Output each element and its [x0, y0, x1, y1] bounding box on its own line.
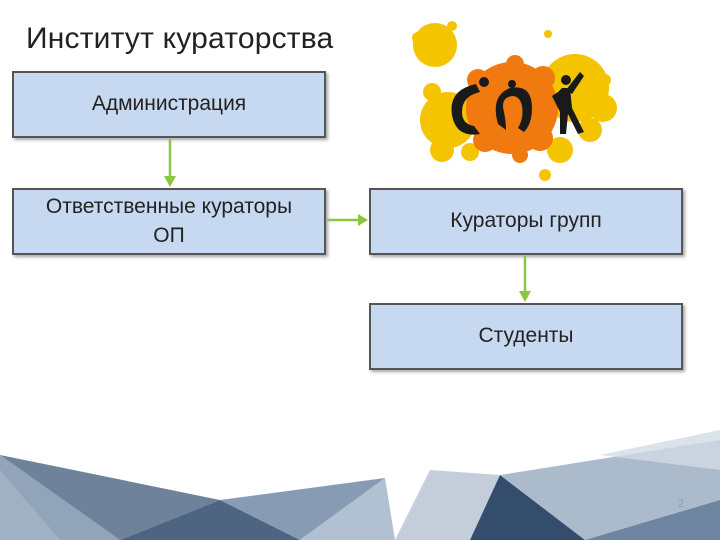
- edge-resp-to-group: [327, 214, 368, 226]
- node-responsible-curators-label: Ответственные кураторы ОП: [45, 195, 293, 247]
- node-group-curators-label: Кураторы групп: [450, 209, 602, 233]
- page-number: 2: [678, 498, 685, 510]
- node-students: Студенты: [369, 303, 683, 370]
- edge-group-to-students: [519, 256, 531, 302]
- edge-admin-to-resp: [164, 139, 176, 187]
- slide-title: Институт кураторства: [26, 22, 334, 55]
- node-students-label: Студенты: [478, 324, 574, 348]
- node-administration-label: Администрация: [91, 92, 247, 116]
- node-group-curators: Кураторы групп: [369, 188, 683, 255]
- node-responsible-curators: Ответственные кураторы ОП: [12, 188, 326, 255]
- node-administration: Администрация: [12, 71, 326, 138]
